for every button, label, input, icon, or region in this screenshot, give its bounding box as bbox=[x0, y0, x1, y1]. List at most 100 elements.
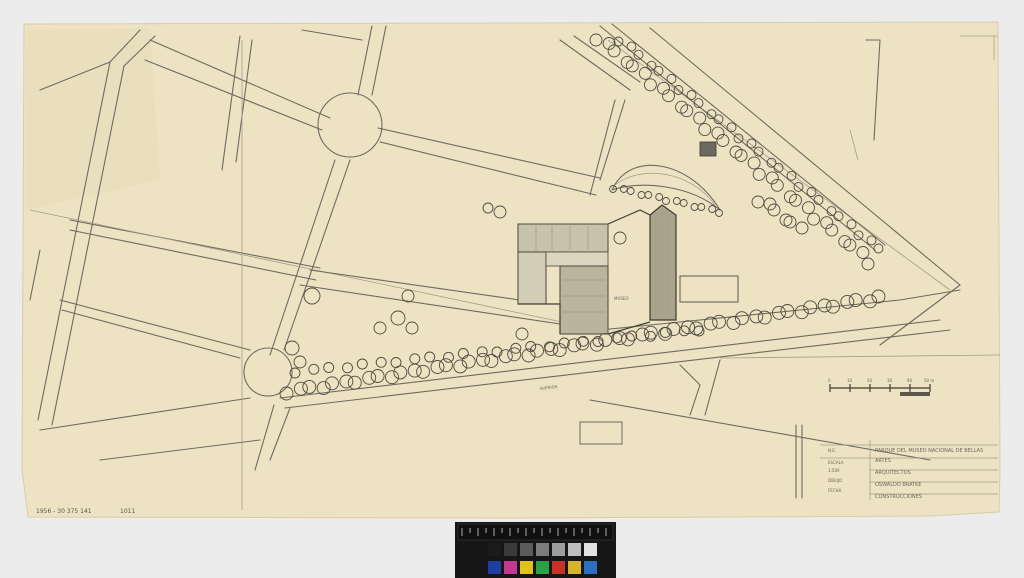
tree-symbol bbox=[457, 348, 469, 359]
title-left-1: N.E. bbox=[828, 448, 836, 453]
tree-symbol bbox=[461, 354, 476, 369]
tree-symbol bbox=[802, 201, 815, 215]
tree-symbol bbox=[589, 33, 603, 47]
tree-symbol bbox=[766, 157, 777, 168]
tree-symbol bbox=[698, 123, 712, 137]
tree-symbol bbox=[861, 257, 875, 271]
tree-symbol bbox=[385, 370, 399, 385]
tree-symbol bbox=[817, 298, 832, 313]
tree-symbol bbox=[279, 386, 294, 401]
tree-symbol bbox=[575, 336, 590, 351]
tree-symbol bbox=[843, 238, 857, 252]
inventory-mark: 1956 - 30 375 141 bbox=[36, 508, 92, 515]
paper-sheet bbox=[21, 21, 1001, 519]
tree-symbol bbox=[807, 212, 821, 226]
tree-symbol bbox=[390, 310, 406, 326]
tree-symbol bbox=[678, 325, 690, 337]
tree-symbol bbox=[767, 203, 781, 217]
scale-label-40: 40 bbox=[907, 378, 913, 383]
tree-symbol bbox=[577, 335, 589, 347]
tree-symbol bbox=[703, 316, 718, 331]
tree-symbol bbox=[316, 381, 331, 396]
tree-symbol bbox=[706, 109, 717, 120]
tree-symbol bbox=[507, 347, 522, 362]
tree-symbol bbox=[424, 351, 436, 363]
tree-symbol bbox=[625, 59, 639, 73]
tree-symbol bbox=[609, 185, 617, 193]
tree-symbol bbox=[679, 199, 688, 207]
tree-symbol bbox=[592, 336, 604, 347]
tree-symbol bbox=[626, 330, 638, 342]
tree-symbol bbox=[772, 305, 786, 320]
tree-symbol bbox=[726, 122, 737, 133]
scale-label-0: 0 bbox=[828, 378, 831, 383]
tree-symbol bbox=[795, 221, 809, 235]
tree-symbol bbox=[773, 162, 784, 173]
tree-symbol bbox=[662, 89, 675, 103]
tree-symbol bbox=[308, 363, 320, 375]
tree-symbol bbox=[356, 358, 368, 370]
museum-hall bbox=[649, 204, 677, 321]
tree-symbol bbox=[607, 44, 621, 58]
tree-symbol bbox=[853, 230, 864, 241]
tree-symbol bbox=[753, 146, 764, 157]
tree-symbol bbox=[803, 300, 818, 315]
tree-symbol bbox=[820, 216, 834, 230]
tree-symbol bbox=[826, 299, 840, 314]
tree-symbol bbox=[655, 193, 664, 201]
calibration-swatch bbox=[584, 561, 597, 574]
tree-symbol bbox=[653, 65, 664, 76]
color-swatches bbox=[488, 561, 597, 574]
grayscale-swatches bbox=[488, 543, 597, 556]
tree-symbol bbox=[611, 332, 623, 344]
tree-symbol bbox=[734, 149, 748, 162]
tree-symbol bbox=[794, 305, 809, 320]
street-grid bbox=[29, 25, 951, 510]
tree-symbol bbox=[544, 341, 555, 353]
tree-symbol bbox=[765, 171, 779, 185]
tree-symbol bbox=[644, 191, 653, 199]
tree-symbol bbox=[476, 352, 490, 367]
building-label: MUSEO bbox=[614, 296, 629, 301]
tree-symbol bbox=[863, 294, 878, 309]
tree-symbol bbox=[680, 104, 694, 118]
tree-symbol bbox=[530, 343, 544, 358]
title-left-4: DIBUJO bbox=[828, 478, 842, 483]
tree-symbol bbox=[515, 327, 529, 341]
tree-symbol bbox=[712, 314, 727, 329]
tree-symbol bbox=[375, 356, 387, 368]
tree-symbol bbox=[715, 209, 723, 217]
tree-symbol bbox=[626, 187, 635, 195]
tree-symbol bbox=[826, 206, 837, 217]
tree-symbol bbox=[484, 354, 499, 368]
tree-symbol bbox=[783, 215, 797, 229]
tree-symbol bbox=[789, 193, 802, 207]
tree-symbol bbox=[856, 246, 870, 259]
calibration-swatch bbox=[504, 543, 517, 556]
tree-symbol bbox=[657, 81, 670, 95]
tree-symbol bbox=[786, 170, 797, 181]
tree-symbol bbox=[325, 376, 339, 391]
tree-symbol bbox=[752, 167, 766, 181]
tree-symbol bbox=[645, 330, 656, 342]
tree-symbol bbox=[840, 294, 855, 309]
scale-label-20: 20 bbox=[867, 378, 873, 383]
tree-symbol bbox=[602, 37, 616, 50]
tree-symbol bbox=[673, 85, 684, 95]
roundabout-north bbox=[317, 92, 383, 158]
calibration-swatch bbox=[488, 543, 501, 556]
tree-symbol bbox=[635, 327, 650, 342]
tree-symbol bbox=[284, 340, 300, 356]
tree-symbol bbox=[302, 379, 317, 394]
scale-label-10: 10 bbox=[847, 378, 853, 383]
title-line-2: ARTES bbox=[875, 458, 891, 464]
tree-symbol bbox=[416, 364, 431, 379]
tree-symbol bbox=[708, 205, 717, 213]
east-avenue bbox=[589, 23, 961, 346]
tree-symbol bbox=[476, 346, 488, 358]
inventory-mark-2: 1011 bbox=[120, 508, 135, 515]
tree-symbol bbox=[303, 287, 321, 305]
title-left-3: 1:500 bbox=[828, 468, 840, 473]
tree-symbol bbox=[846, 219, 857, 230]
title-left-5: FECHA bbox=[828, 488, 842, 493]
